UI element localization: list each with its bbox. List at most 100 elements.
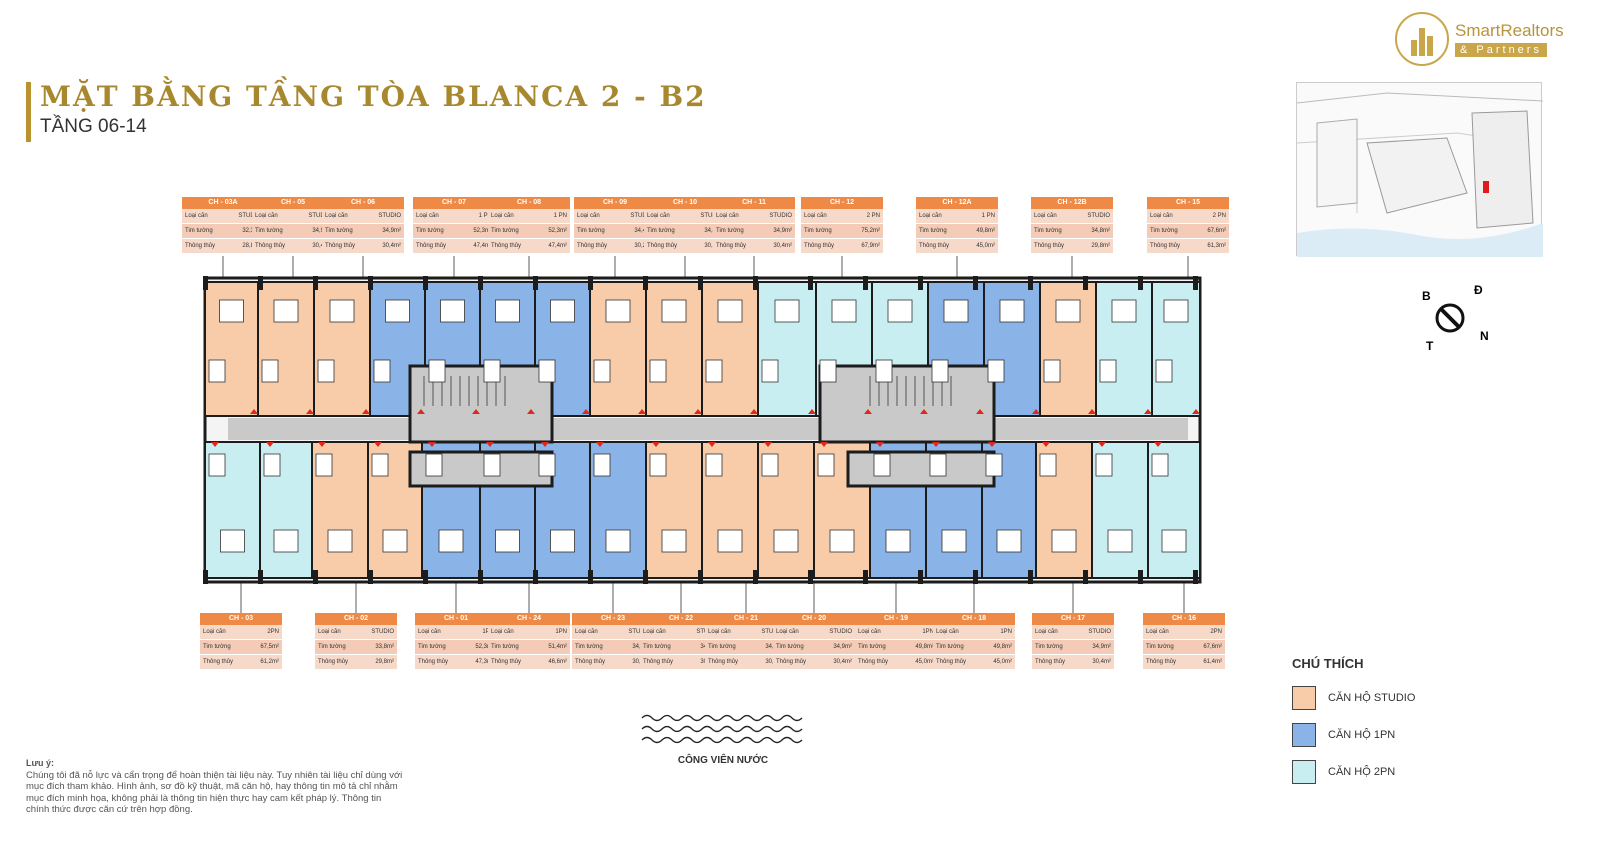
legend-label-2pn: CĂN HỘ 2PN	[1328, 766, 1396, 778]
bed-icon	[1161, 529, 1187, 553]
bathroom-icon	[705, 359, 723, 383]
legend: CHÚ THÍCH CĂN HỘ STUDIO CĂN HỘ 1PN CĂN H…	[1292, 656, 1492, 796]
bathroom-icon	[483, 453, 501, 477]
column	[588, 570, 593, 584]
bed-icon	[941, 529, 967, 553]
compass-icon: B Đ N T	[1422, 283, 1489, 353]
site-map-block	[1471, 110, 1534, 229]
entrance-marker	[876, 442, 884, 447]
entrance-marker	[582, 409, 590, 414]
bathroom-icon	[819, 359, 837, 383]
entrance-marker	[652, 442, 660, 447]
entrance-marker	[638, 409, 646, 414]
entrance-marker	[266, 442, 274, 447]
compass-t: T	[1426, 339, 1434, 353]
entrance-marker	[1098, 442, 1106, 447]
bed-icon	[382, 529, 408, 553]
bathroom-icon	[761, 453, 779, 477]
bathroom-icon	[705, 453, 723, 477]
column	[313, 570, 318, 584]
entrance-marker	[1192, 409, 1200, 414]
brand-name: SmartRealtors	[1455, 21, 1564, 40]
site-map	[1296, 82, 1544, 257]
core-area	[818, 364, 996, 444]
column	[368, 276, 373, 290]
entrance-marker	[1088, 409, 1096, 414]
site-map-highlight	[1483, 181, 1489, 193]
legend-swatch-studio	[1292, 686, 1316, 710]
column	[643, 276, 648, 290]
bed-icon	[829, 529, 855, 553]
column	[808, 570, 813, 584]
entrance-marker	[596, 442, 604, 447]
bed-icon	[327, 529, 353, 553]
bed-icon	[773, 529, 799, 553]
legend-item-2pn: CĂN HỘ 2PN	[1292, 759, 1492, 785]
column	[1193, 570, 1198, 584]
bathroom-icon	[1099, 359, 1117, 383]
bathroom-icon	[873, 453, 891, 477]
bed-icon	[885, 529, 911, 553]
bathroom-icon	[593, 359, 611, 383]
bed-icon	[219, 299, 244, 323]
bathroom-icon	[425, 453, 443, 477]
bed-icon	[887, 299, 913, 323]
column	[258, 276, 263, 290]
entrance-marker	[362, 409, 370, 414]
bathroom-icon	[261, 359, 279, 383]
entrance-marker	[306, 409, 314, 414]
bed-icon	[550, 299, 575, 323]
entrance-marker	[318, 442, 326, 447]
compass-d: Đ	[1474, 284, 1483, 297]
column	[698, 570, 703, 584]
column	[863, 276, 868, 290]
bathroom-icon	[373, 359, 391, 383]
entrance-marker	[694, 409, 702, 414]
page-subtitle: TẦNG 06-14	[40, 116, 147, 137]
column	[808, 276, 813, 290]
bathroom-icon	[538, 359, 556, 383]
column	[753, 570, 758, 584]
bed-icon	[273, 299, 299, 323]
bed-icon	[717, 529, 743, 553]
floor-plan-drawing	[203, 256, 1202, 618]
entrance-marker	[820, 442, 828, 447]
bathroom-icon	[649, 453, 667, 477]
entrance-marker	[864, 409, 872, 414]
bathroom-icon	[1039, 453, 1057, 477]
bathroom-icon	[1043, 359, 1061, 383]
bathroom-icon	[538, 453, 556, 477]
entrance-marker	[472, 409, 480, 414]
entrance-marker	[932, 442, 940, 447]
bed-icon	[605, 299, 631, 323]
bathroom-icon	[208, 453, 226, 477]
bathroom-icon	[371, 453, 389, 477]
bathroom-icon	[931, 359, 949, 383]
column	[1138, 276, 1143, 290]
park-label: CÔNG VIÊN NƯỚC	[677, 755, 769, 766]
entrance-marker	[1032, 409, 1040, 414]
unit-top	[257, 281, 315, 417]
site-map-drawing	[1296, 92, 1544, 257]
bathroom-icon	[483, 359, 501, 383]
bathroom-icon	[987, 359, 1005, 383]
bed-icon	[1107, 529, 1133, 553]
legend-label-studio: CĂN HỘ STUDIO	[1328, 692, 1416, 704]
column	[1028, 276, 1033, 290]
bed-icon	[717, 299, 743, 323]
bed-icon	[220, 529, 245, 553]
entrance-marker	[527, 409, 535, 414]
entrance-marker	[1042, 442, 1050, 447]
bed-icon	[831, 299, 857, 323]
site-map-block	[1366, 137, 1468, 214]
legend-swatch-1pn	[1292, 723, 1316, 747]
title-accent-bar	[26, 82, 31, 142]
legend-label-1pn: CĂN HỘ 1PN	[1328, 729, 1396, 741]
